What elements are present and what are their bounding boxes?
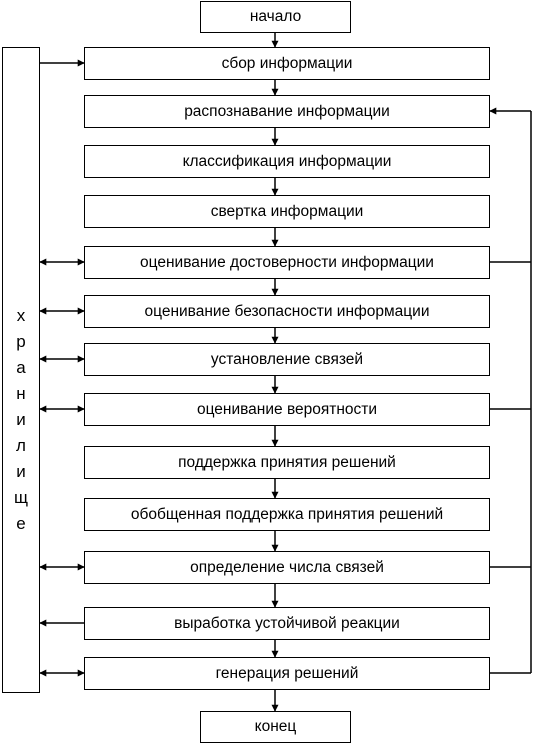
storage-label: х р а н и л и щ е xyxy=(3,303,39,537)
storage-letter: н xyxy=(16,384,26,403)
end-terminal: конец xyxy=(200,711,351,743)
step-fold-information: свертка информации xyxy=(84,195,490,228)
storage-letter: е xyxy=(16,514,26,533)
step-establish-links: установление связей xyxy=(84,343,490,376)
step-assess-reliability: оценивание достоверности информации xyxy=(84,246,490,279)
step-classify-information: классификация информации xyxy=(84,145,490,178)
storage-letter: и xyxy=(16,410,26,429)
step-develop-stable-reaction: выработка устойчивой реакции xyxy=(84,607,490,640)
step-label: поддержка принятия решений xyxy=(178,453,396,471)
step-label: свертка информации xyxy=(210,202,364,220)
step-label: оценивание безопасности информации xyxy=(144,302,430,320)
step-label: оценивание вероятности xyxy=(196,400,378,418)
step-label: оценивание достоверности информации xyxy=(140,253,434,271)
step-assess-probability: оценивание вероятности xyxy=(84,393,490,426)
step-determine-link-count: определение числа связей xyxy=(84,551,490,584)
storage-letter: х xyxy=(16,306,26,325)
start-terminal: начало xyxy=(200,1,351,33)
storage-block: х р а н и л и щ е xyxy=(2,47,40,693)
step-assess-security: оценивание безопасности информации xyxy=(84,295,490,328)
step-label: распознавание информации xyxy=(184,102,390,120)
storage-letter: а xyxy=(16,358,26,377)
step-label: обобщенная поддержка принятия решений xyxy=(130,505,444,523)
step-collect-information: сбор информации xyxy=(84,47,490,80)
end-label: конец xyxy=(254,718,297,736)
step-label: установление связей xyxy=(210,350,364,368)
start-label: начало xyxy=(249,8,302,26)
step-label: классификация информации xyxy=(182,152,392,170)
step-label: определение числа связей xyxy=(190,558,384,576)
step-generate-decisions: генерация решений xyxy=(84,657,490,690)
storage-letter: р xyxy=(16,332,26,351)
step-label: выработка устойчивой реакции xyxy=(174,614,400,632)
step-label: сбор информации xyxy=(221,54,353,72)
step-label: генерация решений xyxy=(215,664,359,682)
storage-letter: щ xyxy=(14,488,28,507)
storage-letter: и xyxy=(16,462,26,481)
step-generalized-decision-support: обобщенная поддержка принятия решений xyxy=(84,498,490,531)
storage-letter: л xyxy=(16,436,26,455)
step-decision-support: поддержка принятия решений xyxy=(84,446,490,479)
step-recognize-information: распознавание информации xyxy=(84,95,490,128)
